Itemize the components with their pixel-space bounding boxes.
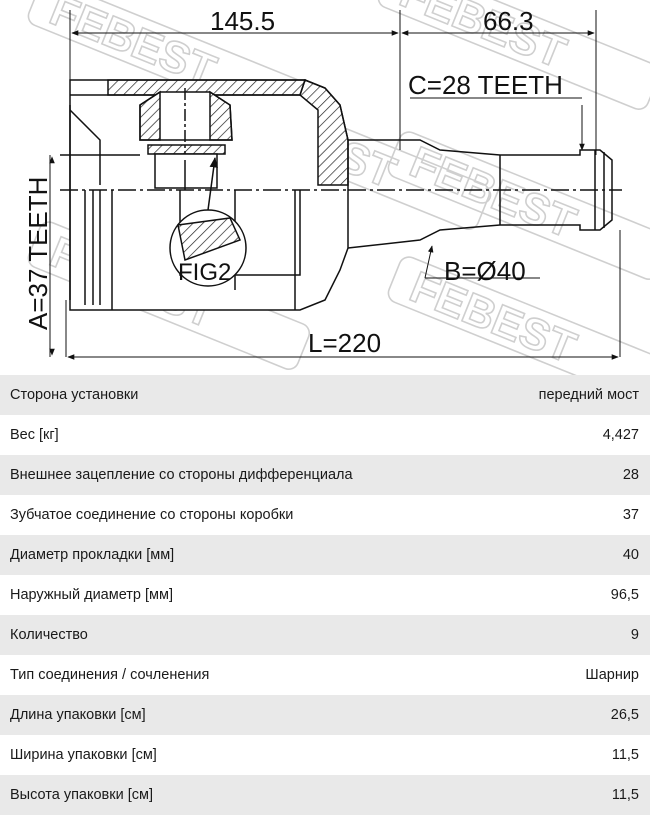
spec-label: Тип соединения / сочленения	[10, 667, 210, 683]
spec-value: 11,5	[611, 787, 639, 803]
spec-row: Зубчатое соединение со стороны коробки 37	[0, 495, 650, 535]
spec-row: Длина упаковки [см] 26,5	[0, 695, 650, 735]
label-b-diameter: B=Ø40	[444, 256, 526, 286]
spec-label: Длина упаковки [см]	[10, 707, 146, 723]
spec-row: Наружный диаметр [мм] 96,5	[0, 575, 650, 615]
dim-length-shaft: 66.3	[483, 6, 534, 36]
spec-label: Сторона установки	[10, 387, 139, 403]
spec-label: Диаметр прокладки [мм]	[10, 547, 175, 563]
spec-value: 9	[630, 627, 639, 643]
spec-label: Ширина упаковки [см]	[10, 747, 157, 763]
spec-value: 28	[622, 467, 639, 483]
spec-value: передний мост	[538, 387, 639, 403]
dim-length-housing: 145.5	[210, 6, 275, 36]
spec-label: Количество	[10, 627, 88, 643]
spec-label: Наружный диаметр [мм]	[10, 587, 174, 603]
spec-label: Зубчатое соединение со стороны коробки	[10, 507, 294, 523]
spec-row: Вес [кг] 4,427	[0, 415, 650, 455]
label-c-teeth: C=28 TEETH	[408, 70, 563, 100]
spec-label: Внешнее зацепление со стороны дифференци…	[10, 467, 353, 483]
spec-row: Сторона установки передний мост	[0, 375, 650, 415]
spec-row: Ширина упаковки [см] 11,5	[0, 735, 650, 775]
spec-row: Высота упаковки [см] 11,5	[0, 775, 650, 815]
spec-value: 37	[622, 507, 639, 523]
spec-label: Высота упаковки [см]	[10, 787, 154, 803]
spec-value: 4,427	[602, 427, 639, 443]
spec-label: Вес [кг]	[10, 427, 59, 443]
spec-value: 26,5	[610, 707, 639, 723]
spec-value: 96,5	[610, 587, 639, 603]
spec-row: Внешнее зацепление со стороны дифференци…	[0, 455, 650, 495]
technical-drawing: FEBEST FEBEST FEBEST FEBEST FEBEST FEBES…	[23, 0, 650, 375]
dimensions	[49, 10, 621, 360]
spec-value: 40	[622, 547, 639, 563]
spec-row: Количество 9	[0, 615, 650, 655]
spec-row: Тип соединения / сочленения Шарнир	[0, 655, 650, 695]
label-a-teeth: A=37 TEETH	[23, 177, 53, 330]
cv-joint-part	[60, 79, 622, 311]
spec-row: Диаметр прокладки [мм] 40	[0, 535, 650, 575]
label-total-length: L=220	[308, 328, 381, 358]
spec-value: Шарнир	[585, 667, 639, 683]
spec-value: 11,5	[611, 747, 639, 763]
label-fig2: FIG2	[178, 259, 231, 286]
